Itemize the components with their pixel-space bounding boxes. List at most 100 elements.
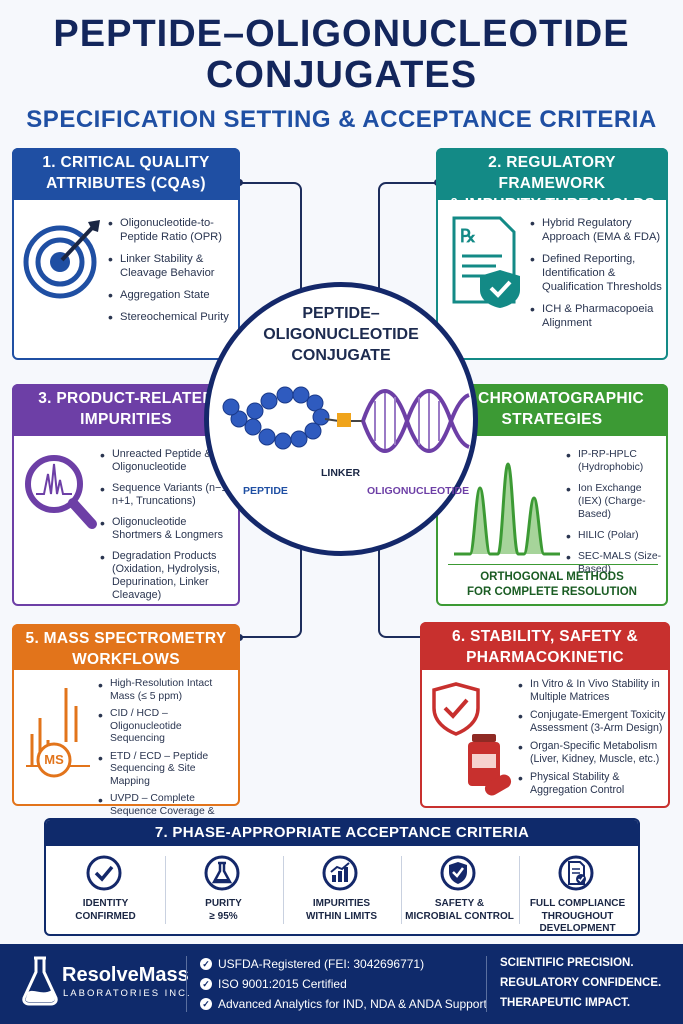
list-item: Oligonucleotide-to-Peptide Ratio (OPR) — [108, 216, 236, 244]
panel-regulatory: 2. REGULATORY FRAMEWORK & IMPURITY THRES… — [436, 148, 668, 360]
tagline-line: REGULATORY CONFIDENCE. — [500, 977, 662, 989]
panel-title-line: & IMPURITY THRESHOLDS — [448, 196, 656, 213]
ms-label: MS — [44, 752, 64, 767]
cqa-list: Oligonucleotide-to-Peptide Ratio (OPR) L… — [108, 216, 236, 332]
panel-impurities: 3. PRODUCT-RELATED IMPURITIES Unreacted … — [12, 384, 240, 606]
divider — [448, 564, 658, 565]
main-title: PEPTIDE–OLIGONUCLEOTIDE CONJUGATES — [0, 14, 683, 96]
shield-medicine-icon — [432, 682, 512, 796]
linker-label: LINKER — [321, 467, 361, 479]
criteria-line: THROUGHOUT — [541, 910, 614, 922]
svg-text:℞: ℞ — [460, 226, 476, 246]
list-item: Physical Stability & Aggregation Control — [518, 771, 666, 796]
panel-title-line: 2. REGULATORY FRAMEWORK — [488, 154, 616, 192]
check-icon: ✓ — [200, 998, 212, 1010]
criteria-line: IDENTITY — [82, 898, 129, 909]
criteria-safety: SAFETY &MICROBIAL CONTROL — [402, 850, 517, 928]
orthogonal-note: ORTHOGONAL METHODS FOR COMPLETE RESOLUTI… — [438, 570, 666, 600]
title-line-1: PEPTIDE–OLIGONUCLEOTIDE — [53, 13, 630, 55]
panel-cqa: 1. CRITICAL QUALITY ATTRIBUTES (CQAs) Ol… — [12, 148, 240, 360]
peptide-label: PEPTIDE — [243, 485, 288, 497]
panel-title-line: 1. CRITICAL QUALITY — [42, 154, 210, 171]
connector-1 — [240, 182, 302, 292]
panel-cqa-header: 1. CRITICAL QUALITY ATTRIBUTES (CQAs) — [12, 148, 240, 200]
shield-check-icon — [439, 854, 477, 892]
list-item: SEC-MALS (Size-Based) — [566, 550, 664, 576]
criteria-line: ≥ 95% — [209, 910, 238, 922]
check-icon: ✓ — [200, 958, 212, 970]
criteria-label: PURITY≥ 95% — [166, 898, 281, 923]
divider — [486, 956, 487, 1012]
list-item: IP-RP-HPLC (Hydrophobic) — [566, 448, 664, 474]
list-item: ETD / ECD – Peptide Sequencing & Site Ma… — [98, 751, 238, 789]
brand-subtitle: LABORATORIES INC. — [63, 988, 192, 999]
stability-list: In Vitro & In Vivo Stability in Multiple… — [518, 678, 666, 802]
list-item: Stereochemical Purity — [108, 310, 236, 324]
target-icon — [23, 220, 100, 299]
regulatory-list: Hybrid Regulatory Approach (EMA & FDA) D… — [530, 216, 664, 338]
panel-impurities-header: 3. PRODUCT-RELATED IMPURITIES — [12, 384, 240, 436]
divider — [519, 856, 520, 924]
list-item: Sequence Variants (n−1, n+1, Truncations… — [100, 482, 238, 508]
list-item: In Vitro & In Vivo Stability in Multiple… — [518, 678, 666, 703]
center-title-line: PEPTIDE– — [302, 305, 380, 322]
divider — [186, 956, 187, 1012]
divider — [283, 856, 284, 924]
mass-spectrum-icon — [26, 688, 90, 778]
mass-spec-list: High-Resolution Intact Mass (≤ 5 ppm) CI… — [98, 678, 238, 836]
criteria-purity: PURITY≥ 95% — [166, 850, 281, 928]
chromatogram-icon — [454, 462, 560, 556]
connector-6 — [378, 548, 438, 638]
note-line: FOR COMPLETE RESOLUTION — [467, 586, 637, 598]
list-item: High-Resolution Intact Mass (≤ 5 ppm) — [98, 678, 238, 703]
panel-stability: 6. STABILITY, SAFETY & PHARMACOKINETIC C… — [420, 622, 670, 808]
panel-title-line: 5. MASS SPECTROMETRY — [25, 630, 227, 647]
list-item: Degradation Products (Oxidation, Hydroly… — [100, 550, 238, 602]
title-line-2: CONJUGATES — [205, 54, 478, 96]
connector-5 — [240, 548, 302, 638]
list-item: ICH & Pharmacopoeia Alignment — [530, 302, 664, 330]
list-item: Organ-Specific Metabolism (Liver, Kidney… — [518, 740, 666, 765]
criteria-line: CONFIRMED — [75, 910, 136, 922]
prescription-document-icon: ℞ — [452, 216, 520, 308]
brand-name: ResolveMass — [62, 964, 189, 986]
list-item: Ion Exchange (IEX) (Charge-Based) — [566, 482, 664, 521]
impurities-list: Unreacted Peptide & Oligonucleotide Sequ… — [100, 448, 238, 610]
list-item: Aggregation State — [108, 288, 236, 302]
panel-acceptance-header: 7. PHASE-APPROPRIATE ACCEPTANCE CRITERIA — [46, 820, 638, 846]
oligonucleotide-helix — [361, 389, 470, 453]
panel-stability-header: 6. STABILITY, SAFETY & PHARMACOKINETIC C… — [420, 622, 670, 687]
tagline-line: THERAPEUTIC IMPACT. — [500, 997, 631, 1009]
center-title-line: CONJUGATE — [291, 347, 391, 364]
conjugate-molecule-illustration — [222, 386, 470, 453]
flask-icon — [203, 854, 241, 892]
divider — [401, 856, 402, 924]
note-line: ORTHOGONAL METHODS — [480, 571, 624, 583]
criteria-line: DEVELOPMENT — [539, 923, 616, 934]
footer-point: USFDA-Registered (FEI: 3042696771) — [218, 957, 425, 971]
criteria-line: IMPURITIES — [312, 898, 371, 909]
criteria-line: PURITY — [205, 898, 242, 909]
panel-acceptance-criteria: 7. PHASE-APPROPRIATE ACCEPTANCE CRITERIA… — [44, 818, 640, 936]
list-item: HILIC (Polar) — [566, 529, 664, 543]
footer-point: ISO 9001:2015 Certified — [218, 977, 347, 991]
chromatography-list: IP-RP-HPLC (Hydrophobic) Ion Exchange (I… — [566, 448, 664, 584]
list-item: CID / HCD – Oligonucleotide Sequencing — [98, 708, 238, 746]
center-title-line: OLIGONUCLEOTIDE — [263, 326, 419, 343]
footer: ResolveMass LABORATORIES INC. ✓ USFDA-Re… — [0, 944, 683, 1024]
panel-title-line: STRATEGIES — [501, 411, 603, 428]
check-icon: ✓ — [200, 978, 212, 990]
list-item: Unreacted Peptide & Oligonucleotide — [100, 448, 238, 474]
check-circle-icon — [85, 854, 123, 892]
panel-title-line: 6. STABILITY, SAFETY & — [451, 628, 639, 645]
list-item: Linker Stability & Cleavage Behavior — [108, 252, 236, 280]
criteria-line: FULL COMPLIANCE — [529, 898, 626, 909]
criteria-line: WITHIN LIMITS — [305, 910, 378, 922]
linker-square — [337, 413, 351, 427]
peptide-beads — [222, 386, 330, 450]
panel-title-line: 3. PRODUCT-RELATED — [38, 390, 214, 407]
